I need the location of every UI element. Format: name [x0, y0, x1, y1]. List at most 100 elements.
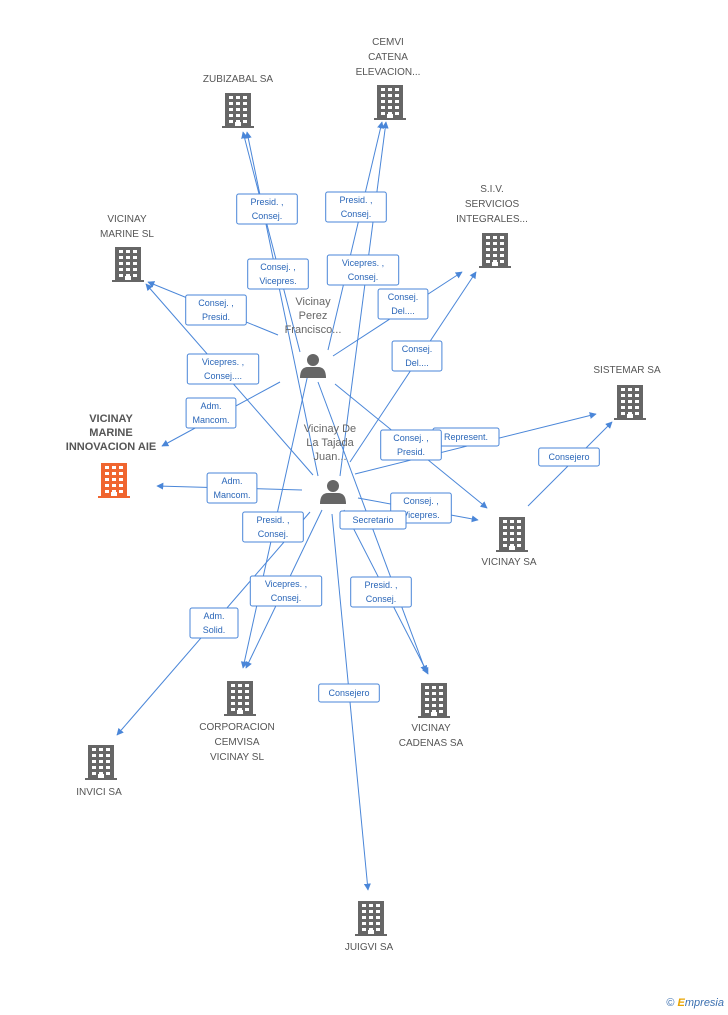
edge-label-text: Consej. , — [403, 496, 439, 506]
company-node-invici[interactable]: INVICI SA — [76, 745, 122, 798]
edge-label[interactable]: Consejero — [538, 447, 600, 467]
building-icon — [374, 85, 406, 120]
edge-label-box[interactable] — [185, 397, 237, 429]
node-label: La Tajada — [306, 437, 354, 449]
edge-label-text: Vicepres. , — [342, 258, 384, 268]
edge-label-text: Del.... — [391, 306, 415, 316]
edge-label-box[interactable] — [189, 607, 239, 639]
edge-label-box[interactable] — [318, 683, 380, 703]
edge-label-text: Consej. , — [393, 433, 429, 443]
building-icon — [614, 385, 646, 420]
person-node-perez[interactable]: VicinayPerezFrancisco... — [285, 296, 342, 378]
node-label: CORPORACION — [199, 722, 275, 733]
building-icon — [418, 683, 450, 718]
building-icon — [85, 745, 117, 780]
edge-label-box[interactable] — [236, 193, 298, 225]
edge-label-box[interactable] — [186, 353, 260, 385]
edge-label[interactable]: Presid. ,Consej. — [350, 576, 412, 608]
relation-edge-perez-cemvi — [327, 121, 384, 351]
edge-label[interactable]: Vicepres. ,Consej. — [249, 575, 323, 607]
building-icon — [222, 93, 254, 128]
edge-label[interactable]: Consej.Del.... — [391, 340, 443, 372]
building-icon — [224, 681, 256, 716]
node-label: Vicinay — [295, 296, 331, 308]
edge-label-text: Presid. , — [364, 580, 397, 590]
edge-label-box[interactable] — [206, 472, 258, 504]
edge-label-box[interactable] — [247, 258, 309, 290]
edge-label-text: Adm. — [221, 476, 242, 486]
edge-label[interactable]: Consej. ,Presid. — [380, 429, 442, 461]
edge-label[interactable]: Consejero — [318, 683, 380, 703]
edge-label-text: Consej. — [271, 593, 302, 603]
edge-label-text: Adm. — [203, 611, 224, 621]
company-node-juigvi[interactable]: JUIGVI SA — [345, 901, 394, 953]
edge-label-box[interactable] — [391, 340, 443, 372]
edge-label[interactable]: Represent. — [432, 427, 500, 447]
edge-label-text: Consej. , — [260, 262, 296, 272]
edge-label-text: Consej. — [252, 211, 283, 221]
node-label: VICINAY SL — [210, 752, 265, 763]
company-node-cemvi[interactable]: CEMVICATENAELEVACION... — [356, 37, 421, 120]
edge-label[interactable]: Consej. , Presid. — [185, 294, 247, 326]
edge-label-box[interactable] — [377, 288, 429, 320]
company-node-vicinay_sa[interactable]: VICINAY SA — [481, 517, 537, 568]
edge-label-box[interactable] — [538, 447, 600, 467]
edge-label-text: Consej. — [341, 209, 372, 219]
edge-label[interactable]: Presid. ,Consej. — [236, 193, 298, 225]
edge-labels-layer: Presid. ,Consej.Consej. ,Vicepres.Presid… — [185, 191, 600, 703]
edge-label-box[interactable] — [249, 575, 323, 607]
building-icon — [479, 233, 511, 268]
edge-label-box[interactable] — [185, 294, 247, 326]
edge-label-text: Vicepres. , — [202, 357, 244, 367]
edge-label[interactable]: Vicepres. ,Consej.... — [186, 353, 260, 385]
edge-label[interactable]: Presid. ,Consej. — [242, 511, 304, 543]
building-icon — [496, 517, 528, 552]
edge-label-text: Vicepres. — [402, 510, 439, 520]
node-label: Perez — [299, 310, 328, 322]
edge-label[interactable]: Adm.Solid. — [189, 607, 239, 639]
edge-label-box[interactable] — [350, 576, 412, 608]
edge-label-text: Presid. — [202, 312, 230, 322]
company-node-siv[interactable]: S.I.V.SERVICIOSINTEGRALES... — [456, 184, 528, 268]
edge-label-text: Consej. , — [198, 298, 234, 308]
edge-label-box[interactable] — [380, 429, 442, 461]
company-node-zubizabal[interactable]: ZUBIZABAL SA — [203, 74, 274, 128]
relation-edge-tajada-cemvi — [339, 121, 389, 477]
edge-label-text: Consej. — [402, 344, 433, 354]
company-node-sistemar[interactable]: SISTEMAR SA — [593, 365, 661, 420]
edge-label[interactable]: Consej. ,Vicepres. — [247, 258, 309, 290]
edge-label[interactable]: Secretario — [339, 510, 407, 530]
edge-label-box[interactable] — [326, 254, 400, 286]
edge-label[interactable]: Adm.Mancom. — [185, 397, 237, 429]
node-label: SERVICIOS — [465, 199, 520, 210]
building-icon — [98, 463, 130, 498]
edge-label[interactable]: Consej. Del.... — [377, 288, 429, 320]
edge-label[interactable]: Vicepres. ,Consej. — [326, 254, 400, 286]
edge-label[interactable]: Adm.Mancom. — [206, 472, 258, 504]
edge-label-box[interactable] — [242, 511, 304, 543]
copyright-symbol: © — [666, 997, 675, 1009]
brand-name: mpresia — [684, 997, 724, 1009]
relation-edge-tajada-zubizabal — [244, 131, 319, 477]
edge-label-box[interactable] — [339, 510, 407, 530]
edge-label-text: Consejero — [548, 452, 589, 462]
edge-label-text: Consej. — [258, 529, 289, 539]
edge-label-text: Consej. — [388, 292, 419, 302]
building-icon — [355, 901, 387, 936]
building-icon — [112, 247, 144, 282]
node-label: INNOVACION AIE — [66, 441, 156, 453]
person-icon — [320, 480, 346, 504]
node-label: CATENA — [368, 52, 408, 63]
footer-brand[interactable]: © Empresia — [666, 997, 724, 1009]
edge-label-box[interactable] — [325, 191, 387, 223]
node-label: CADENAS SA — [399, 738, 464, 749]
node-label: Juan... — [313, 451, 346, 463]
edge-label[interactable]: Presid. , Consej. — [325, 191, 387, 223]
edge-label-text: Presid. , — [339, 195, 372, 205]
